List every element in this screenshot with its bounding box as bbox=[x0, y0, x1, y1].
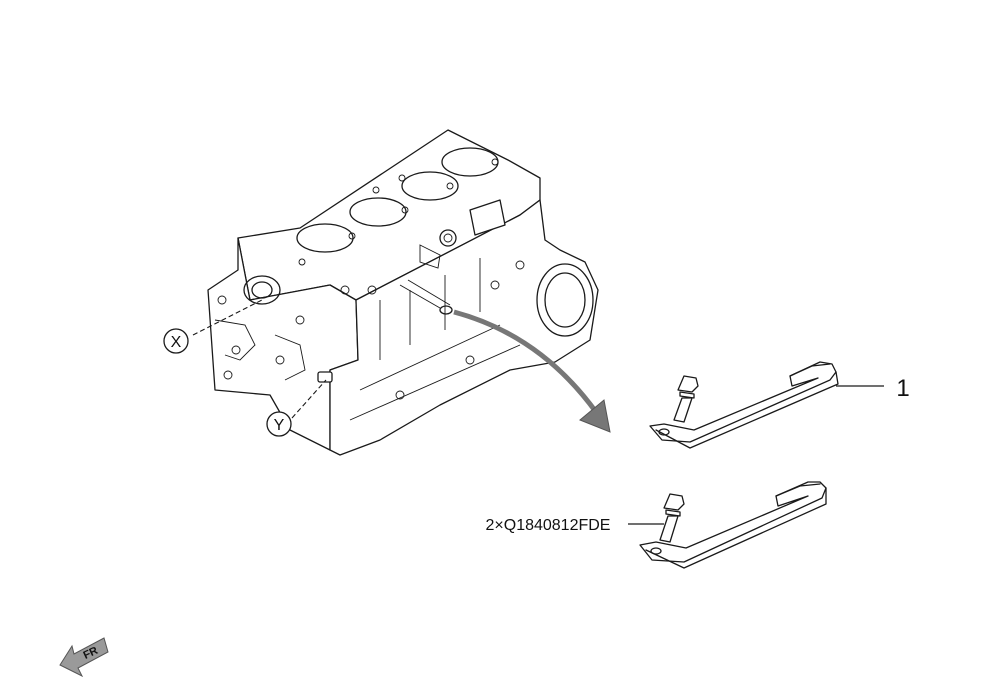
callout-y-circle bbox=[266, 411, 292, 437]
callout-x-circle bbox=[163, 328, 189, 354]
engine-block bbox=[207, 129, 599, 456]
callout-1: 1 bbox=[836, 375, 910, 402]
callout-y-label: Y bbox=[274, 417, 285, 434]
bolt-upper bbox=[673, 375, 699, 423]
part-number-1: 1 bbox=[896, 375, 909, 402]
baffle-plate-upper bbox=[649, 361, 839, 449]
cylinder-bore-1 bbox=[296, 223, 354, 253]
callout-bolt-spec: 2×Q1840812FDE bbox=[486, 517, 664, 534]
block-side-face bbox=[329, 199, 599, 456]
install-arrow bbox=[453, 309, 611, 433]
cylinder-bore-2 bbox=[349, 197, 407, 227]
callout-x-label: X bbox=[171, 334, 182, 351]
gallery-port bbox=[439, 305, 453, 315]
bolt-lower bbox=[659, 493, 685, 543]
cylinder-bore-3 bbox=[401, 171, 459, 201]
front-label: FR bbox=[82, 645, 100, 662]
callout-y: Y bbox=[266, 379, 327, 437]
rear-seal-bore bbox=[536, 263, 594, 337]
baffle-plate-lower bbox=[639, 481, 827, 569]
callout-x: X bbox=[163, 299, 263, 354]
bolt-spec-label: 2×Q1840812FDE bbox=[486, 517, 611, 534]
front-arrow-icon: FR bbox=[59, 637, 109, 678]
